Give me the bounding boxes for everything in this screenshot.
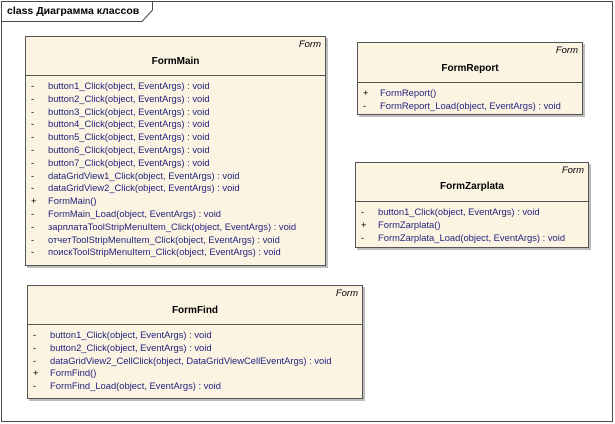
class-operation: - button1_Click(object, EventArgs) : void: [28, 329, 362, 342]
class-operation: - поискToolStripMenuItem_Click(object, Ev…: [26, 246, 325, 259]
class-name: FormMain: [151, 56, 200, 67]
operation-visibility: +: [363, 87, 369, 98]
class-operation: - button3_Click(object, EventArgs) : void: [26, 106, 325, 119]
class-separator: [358, 82, 582, 83]
class-operation: - отчетToolStripMenuItem_Click(object, Ev…: [26, 234, 325, 247]
class-stereotype: Form: [561, 165, 584, 176]
operation-visibility: +: [361, 218, 367, 230]
operation-signature: dataGridView2_CellClick(object, DataGrid…: [50, 354, 332, 366]
operation-visibility: -: [31, 233, 35, 245]
class-operation: - dataGridView1_Click(object, EventArgs) …: [26, 170, 325, 183]
class-operations: + FormReport() - FormReport_Load(object, Ev…: [358, 87, 582, 113]
class-operation: - FormZarplata_Load(object, EventArgs) : …: [356, 232, 588, 245]
class-formmain[interactable]: Form FormMain - button1_Click(object, Eve…: [25, 36, 326, 266]
operation-signature: button1_Click(object, EventArgs) : void: [50, 329, 212, 340]
class-operation: - FormFind_Load(object, EventArgs) : void: [28, 380, 362, 393]
class-operation: - dataGridView2_Click(object, EventArgs) …: [26, 182, 325, 195]
operation-visibility: -: [31, 182, 35, 194]
operation-signature: button6_Click(object, EventArgs) : void: [48, 143, 210, 155]
frame-tab-shape: [1, 1, 153, 22]
class-operation: - FormReport_Load(object, EventArgs) : vo…: [358, 100, 582, 113]
operation-visibility: -: [33, 380, 37, 392]
operation-signature: button3_Click(object, EventArgs) : void: [48, 105, 210, 117]
class-operation: + FormReport(): [358, 87, 582, 100]
operation-visibility: +: [31, 195, 37, 207]
operation-signature: dataGridView2_Click(object, EventArgs) :…: [48, 182, 240, 194]
class-name: FormZarplata: [440, 181, 504, 192]
operation-signature: button5_Click(object, EventArgs) : void: [48, 131, 210, 143]
operation-visibility: -: [33, 354, 37, 366]
operation-signature: FormReport(): [380, 87, 437, 98]
class-separator: [26, 75, 325, 76]
operation-signature: button1_Click(object, EventArgs) : void: [48, 80, 210, 91]
operation-visibility: -: [31, 220, 35, 232]
operation-visibility: -: [361, 206, 365, 217]
operation-visibility: -: [31, 131, 35, 143]
class-operations: - button1_Click(object, EventArgs) : void…: [28, 329, 362, 393]
class-operation: - button1_Click(object, EventArgs) : void: [26, 80, 325, 93]
class-stereotype: Form: [335, 288, 358, 299]
operation-visibility: -: [31, 143, 35, 155]
class-formreport[interactable]: Form FormReport + FormReport() - FormReport…: [357, 42, 583, 115]
class-operation: - FormMain_Load(object, EventArgs) : void: [26, 208, 325, 221]
operation-signature: button4_Click(object, EventArgs) : void: [48, 118, 210, 130]
operation-visibility: -: [31, 92, 35, 104]
class-operations: - button1_Click(object, EventArgs) : void…: [356, 206, 588, 244]
class-operation: - dataGridView2_CellClick(object, DataGri…: [28, 355, 362, 368]
operation-visibility: -: [33, 329, 37, 340]
class-operation: - button1_Click(object, EventArgs) : void: [356, 206, 588, 219]
operation-visibility: -: [31, 207, 35, 219]
operation-visibility: -: [31, 156, 35, 168]
class-stereotype: Form: [555, 45, 578, 56]
class-operation: + FormFind(): [28, 367, 362, 380]
operation-signature: button1_Click(object, EventArgs) : void: [378, 206, 540, 217]
class-separator: [28, 324, 362, 325]
operation-signature: отчетToolStripMenuItem_Click(object, Eve…: [48, 233, 280, 245]
operation-signature: FormFind(): [50, 367, 97, 379]
class-operations: - button1_Click(object, EventArgs) : void…: [26, 80, 325, 259]
operation-visibility: -: [33, 341, 37, 353]
operation-visibility: -: [31, 169, 35, 181]
class-operation: - button5_Click(object, EventArgs) : void: [26, 131, 325, 144]
operation-visibility: -: [363, 99, 367, 111]
operation-signature: FormFind_Load(object, EventArgs) : void: [50, 380, 221, 392]
class-operation: - button4_Click(object, EventArgs) : void: [26, 118, 325, 131]
operation-signature: button2_Click(object, EventArgs) : void: [48, 92, 210, 104]
class-operation: + FormZarplata(): [356, 219, 588, 232]
diagram-frame-tab: class Диаграмма классов: [1, 1, 153, 22]
operation-signature: dataGridView1_Click(object, EventArgs) :…: [48, 169, 240, 181]
class-operation: - button7_Click(object, EventArgs) : void: [26, 157, 325, 170]
diagram-title: class Диаграмма классов: [7, 5, 140, 17]
operation-visibility: -: [31, 246, 35, 258]
operation-visibility: +: [33, 367, 39, 379]
class-name: FormReport: [441, 63, 499, 74]
class-operation: + FormMain(): [26, 195, 325, 208]
operation-visibility: -: [361, 231, 365, 243]
operation-visibility: -: [31, 80, 35, 91]
class-operation: - button2_Click(object, EventArgs) : void: [28, 342, 362, 355]
operation-visibility: -: [31, 105, 35, 117]
operation-signature: button7_Click(object, EventArgs) : void: [48, 156, 210, 168]
operation-signature: FormMain_Load(object, EventArgs) : void: [48, 207, 221, 219]
class-name: FormFind: [171, 305, 219, 316]
class-operation: - button2_Click(object, EventArgs) : void: [26, 93, 325, 106]
operation-signature: FormZarplata_Load(object, EventArgs) : v…: [378, 231, 566, 243]
operation-signature: зарплатаToolStripMenuItem_Click(object, …: [48, 220, 297, 232]
class-formzarplata[interactable]: Form FormZarplata - button1_Click(object,…: [355, 162, 589, 248]
operation-visibility: -: [31, 118, 35, 130]
class-stereotype: Form: [298, 39, 321, 50]
class-formfind[interactable]: Form FormFind - button1_Click(object, Eve…: [27, 285, 363, 399]
operation-signature: поискToolStripMenuItem_Click(object, Eve…: [48, 246, 281, 258]
class-separator: [356, 201, 588, 202]
operation-signature: FormReport_Load(object, EventArgs) : voi…: [380, 99, 561, 111]
class-operation: - button6_Click(object, EventArgs) : void: [26, 144, 325, 157]
operation-signature: FormZarplata(): [378, 218, 441, 230]
operation-signature: FormMain(): [48, 195, 97, 207]
class-operation: - зарплатаToolStripMenuItem_Click(object,…: [26, 221, 325, 234]
operation-signature: button2_Click(object, EventArgs) : void: [50, 341, 212, 353]
